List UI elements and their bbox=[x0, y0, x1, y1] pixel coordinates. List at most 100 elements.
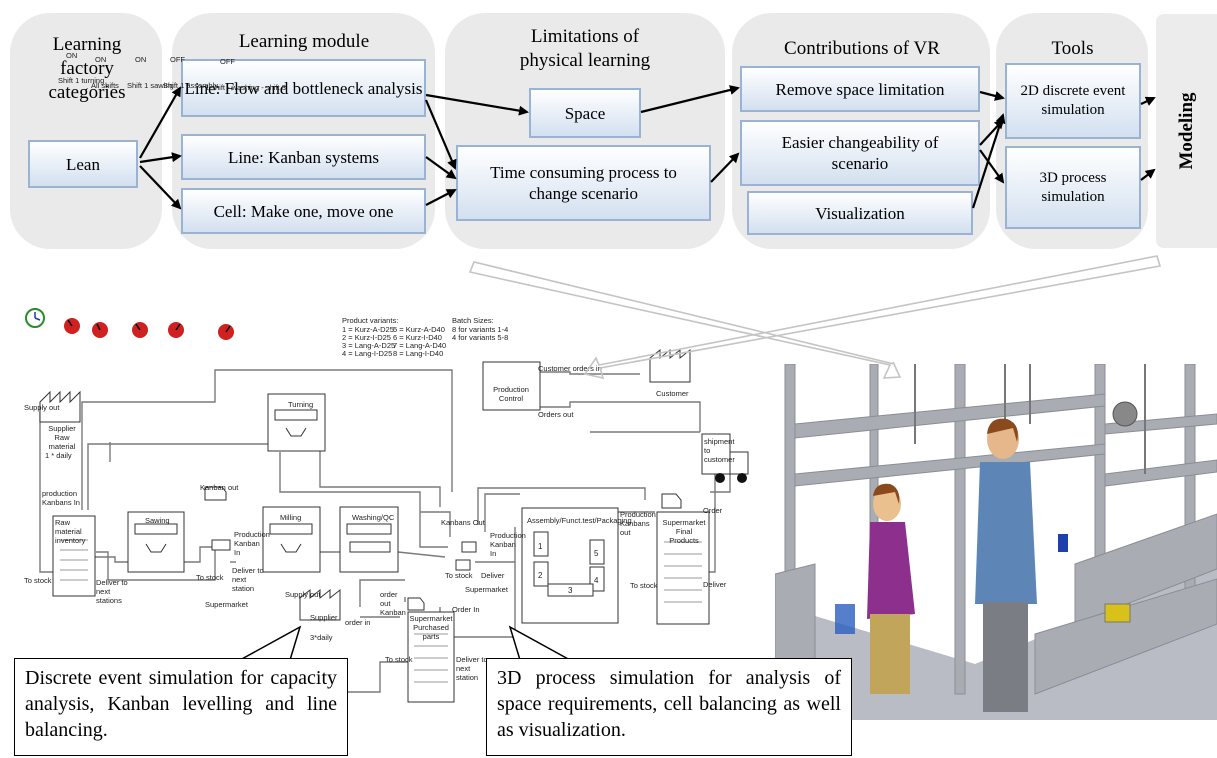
customer-orders-in-label: Customer orders in bbox=[538, 364, 602, 373]
shift-state-4: OFF bbox=[170, 55, 185, 64]
production-kanban-in-label: Production Kanban In bbox=[234, 530, 270, 557]
deliver-next-station-label: Deliver to next station bbox=[232, 566, 264, 593]
heading-limitations: Limitations of physical learning bbox=[519, 26, 651, 71]
supply-out-label-2: Supply out bbox=[285, 590, 321, 599]
panel-learning-factory bbox=[10, 13, 162, 249]
assembly-label: Assembly/Funct.test/Packaging bbox=[527, 516, 632, 525]
supermarket-final-box bbox=[656, 511, 710, 625]
variant-5: 5 = Kurz-A-D40 bbox=[393, 325, 445, 334]
shift-switch-icons bbox=[64, 318, 234, 340]
order-out-kanban-label: order out Kanban bbox=[380, 590, 406, 617]
sm-final-label: Supermarket Final Products bbox=[662, 518, 706, 545]
to-stock-label-5: To stock bbox=[630, 581, 658, 590]
batch-title: Batch Sizes: bbox=[452, 316, 494, 325]
panel-modeling: Modeling bbox=[1156, 14, 1217, 248]
workstation-equipment bbox=[835, 534, 1131, 634]
svg-text:2: 2 bbox=[538, 571, 543, 580]
shift-label-1: Shift 1 turning bbox=[58, 76, 105, 85]
variant-4: 4 = Lang-I-D25 bbox=[342, 349, 393, 358]
raw-material-inventory-box bbox=[52, 515, 96, 597]
box-easier-change: Easier changeability of scenario bbox=[740, 120, 980, 186]
heading-learning-factory: Learning factory categories bbox=[48, 34, 126, 103]
to-stock-label-3: To stock bbox=[385, 655, 413, 664]
deliver-label-2: Deliver bbox=[703, 580, 727, 589]
shift-label-2: All shifts bbox=[91, 81, 119, 90]
variant-6: 6 = Kurz-I-D40 bbox=[393, 333, 442, 342]
customer-icon bbox=[649, 348, 691, 383]
shipment-truck-icon bbox=[701, 433, 749, 483]
kanban-out-card bbox=[204, 486, 227, 501]
supply-out-label: Supply out bbox=[24, 403, 60, 412]
variants-title: Product variants: bbox=[342, 316, 399, 325]
production-kanban-in-label-2: Production Kanban In bbox=[490, 531, 526, 558]
shift-state-2: ON bbox=[95, 55, 107, 64]
box-visualization: Visualization bbox=[747, 191, 973, 235]
svg-text:5: 5 bbox=[594, 549, 599, 558]
heading-tools: Tools bbox=[1051, 38, 1094, 59]
box-space: Space bbox=[529, 88, 641, 138]
production-kanbans-out-label: Production Kanbans out bbox=[620, 510, 656, 537]
kanbans-out-label: Kanbans Out bbox=[441, 518, 485, 527]
supplier-icon bbox=[299, 588, 341, 621]
box-lean: Lean bbox=[28, 140, 138, 188]
production-kanbans-in-label: production Kanbans In bbox=[42, 489, 80, 507]
box-remove-space: Remove space limitation bbox=[740, 66, 980, 112]
deliver-next-label: Deliver to next stations bbox=[96, 578, 128, 605]
box-time-consuming: Time consuming process to change scenari… bbox=[456, 145, 711, 221]
to-stock-label-2: To stock bbox=[196, 573, 224, 582]
variant-2: 2 = Kurz-I-D25 bbox=[342, 333, 391, 342]
supermarket-purchased-label: Supermarket Purchased parts bbox=[409, 614, 453, 641]
callout-3d: 3D process simulation for analysis of sp… bbox=[486, 658, 852, 756]
variant-7: 7 = Lang-A-D40 bbox=[393, 341, 447, 350]
heading-learning-module: Learning module bbox=[238, 31, 370, 52]
box-3d-sim: 3D process simulation bbox=[1005, 146, 1141, 229]
variant-8: 8 = Lang-I-D40 bbox=[393, 349, 444, 358]
sawing-box bbox=[127, 511, 185, 573]
order-in-label-2: Order In bbox=[452, 605, 480, 614]
turning-box bbox=[267, 393, 326, 452]
shipment-label: shipment to customer bbox=[704, 437, 735, 464]
raw-inventory-label: Raw material inventory bbox=[55, 518, 86, 545]
to-stock-label-1: To stock bbox=[24, 576, 52, 585]
batch-2: 4 for variants 5-8 bbox=[452, 333, 509, 342]
order-in-label: order in bbox=[345, 618, 371, 627]
worker-man-figure bbox=[975, 418, 1037, 712]
supplier-label: Supplier bbox=[310, 613, 338, 622]
box-line-flow: Line: Flow and bottleneck analysis bbox=[181, 59, 426, 117]
shift-label-4: Shift 1 assembly bbox=[163, 81, 219, 90]
daily1-label: 1 * daily bbox=[45, 451, 72, 460]
variant-3: 3 = Lang-A-D25 bbox=[342, 341, 396, 350]
3d-process-render bbox=[775, 364, 1217, 720]
production-control-label: Production Control bbox=[493, 385, 529, 403]
turning-label: Turning bbox=[288, 400, 314, 409]
milling-box bbox=[262, 506, 321, 573]
supermarket-label-2: Supermarket bbox=[465, 585, 508, 594]
deliver-next-station-label-2: Deliver to next station bbox=[456, 655, 488, 682]
supplier-raw-label: Supplier Raw material bbox=[48, 424, 76, 451]
svg-text:4: 4 bbox=[594, 576, 599, 585]
order-label: Order bbox=[703, 506, 723, 515]
daily3-label: 3*daily bbox=[310, 633, 333, 642]
heading-contributions: Contributions of VR bbox=[784, 38, 940, 59]
shift-state-5: OFF bbox=[220, 57, 235, 66]
shift-state-3: ON bbox=[135, 55, 147, 64]
to-stock-label-4: To stock bbox=[445, 571, 473, 580]
orders-out-label: Orders out bbox=[538, 410, 574, 419]
svg-text:3: 3 bbox=[568, 586, 573, 595]
clock-icon bbox=[25, 308, 45, 328]
worker-woman-figure bbox=[867, 483, 915, 694]
flow-arrows bbox=[139, 85, 1156, 210]
customer-label: Customer bbox=[656, 389, 689, 398]
washing-qc-box bbox=[339, 506, 399, 573]
milling-label: Milling bbox=[280, 513, 302, 522]
des-model-diagram: 1 2 5 4 3 bbox=[25, 308, 749, 703]
supermarket-label: Supermarket bbox=[205, 600, 248, 609]
supplier-raw-material-icon bbox=[39, 390, 81, 423]
deliver-label: Deliver bbox=[481, 571, 505, 580]
variant-1: 1 = Kurz-A-D25 bbox=[342, 325, 394, 334]
shift-label-5: 1 shift - washing - shift 3 bbox=[205, 83, 286, 92]
washing-label: Washing/QC bbox=[352, 513, 395, 522]
svg-text:1: 1 bbox=[538, 542, 543, 551]
supermarket-purchased-box bbox=[407, 611, 455, 703]
